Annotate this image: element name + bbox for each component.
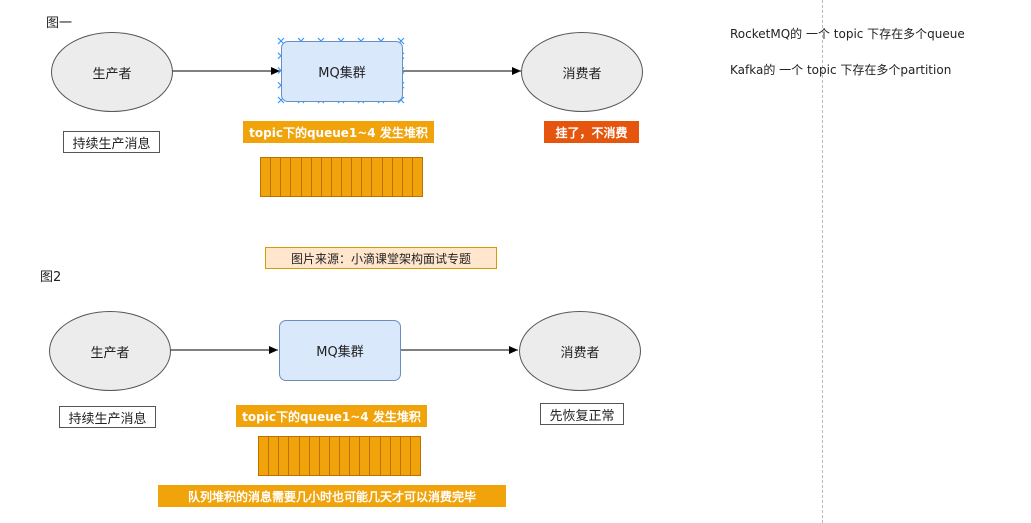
mq-cluster-node-1[interactable]: MQ集群 xyxy=(281,41,403,102)
queue-cell xyxy=(411,437,420,475)
producer-note-1: 持续生产消息 xyxy=(63,131,160,153)
queue-backlog-2 xyxy=(258,436,421,476)
consume-duration-note: 队列堆积的消息需要几小时也可能几天才可以消费完毕 xyxy=(158,485,506,507)
queue-cell xyxy=(279,437,290,475)
queue-cell xyxy=(350,437,361,475)
consumer-recovered-note: 先恢复正常 xyxy=(540,403,624,425)
queue-backlog-1 xyxy=(260,157,423,197)
page-divider xyxy=(822,0,823,523)
queue-cell xyxy=(342,158,353,196)
consumer-node-2[interactable]: 消费者 xyxy=(519,311,641,391)
queue-cell xyxy=(271,158,282,196)
backlog-note-1: topic下的queue1~4 发生堆积 xyxy=(243,121,434,143)
consumer-node-1[interactable]: 消费者 xyxy=(521,32,643,112)
queue-cell xyxy=(281,158,292,196)
queue-cell xyxy=(370,437,381,475)
queue-cell xyxy=(362,158,373,196)
queue-cell xyxy=(310,437,320,475)
selection-handle-mark xyxy=(277,37,285,45)
queue-cell xyxy=(391,437,401,475)
queue-cell xyxy=(291,158,302,196)
queue-cell xyxy=(360,437,371,475)
queue-cell xyxy=(383,158,393,196)
queue-cell xyxy=(403,158,413,196)
queue-cell xyxy=(261,158,272,196)
queue-cell xyxy=(381,437,391,475)
consumer-down-note: 挂了，不消费 xyxy=(544,121,639,143)
queue-cell xyxy=(312,158,322,196)
rocketmq-note: RocketMQ的 一个 topic 下存在多个queue xyxy=(730,27,965,41)
kafka-note: Kafka的 一个 topic 下存在多个partition xyxy=(730,63,952,77)
queue-cell xyxy=(340,437,351,475)
queue-cell xyxy=(259,437,270,475)
queue-cell xyxy=(332,158,342,196)
queue-cell xyxy=(289,437,300,475)
producer-note-2: 持续生产消息 xyxy=(59,406,156,428)
producer-node-2[interactable]: 生产者 xyxy=(49,311,171,391)
queue-cell xyxy=(302,158,312,196)
queue-cell xyxy=(401,437,411,475)
queue-cell xyxy=(269,437,280,475)
queue-cell xyxy=(393,158,403,196)
queue-cell xyxy=(320,437,330,475)
backlog-note-2: topic下的queue1~4 发生堆积 xyxy=(236,405,427,427)
queue-cell xyxy=(322,158,332,196)
mq-cluster-node-2[interactable]: MQ集群 xyxy=(279,320,401,381)
image-source-note: 图片来源：小滴课堂架构面试专题 xyxy=(265,247,497,269)
producer-node-1[interactable]: 生产者 xyxy=(51,32,173,112)
queue-cell xyxy=(372,158,383,196)
queue-cell xyxy=(330,437,340,475)
queue-cell xyxy=(413,158,422,196)
queue-cell xyxy=(300,437,310,475)
queue-cell xyxy=(352,158,363,196)
figure-1-label: 图一 xyxy=(46,16,73,31)
selection-handle-mark xyxy=(397,96,405,104)
figure-2-label: 图2 xyxy=(40,270,62,285)
